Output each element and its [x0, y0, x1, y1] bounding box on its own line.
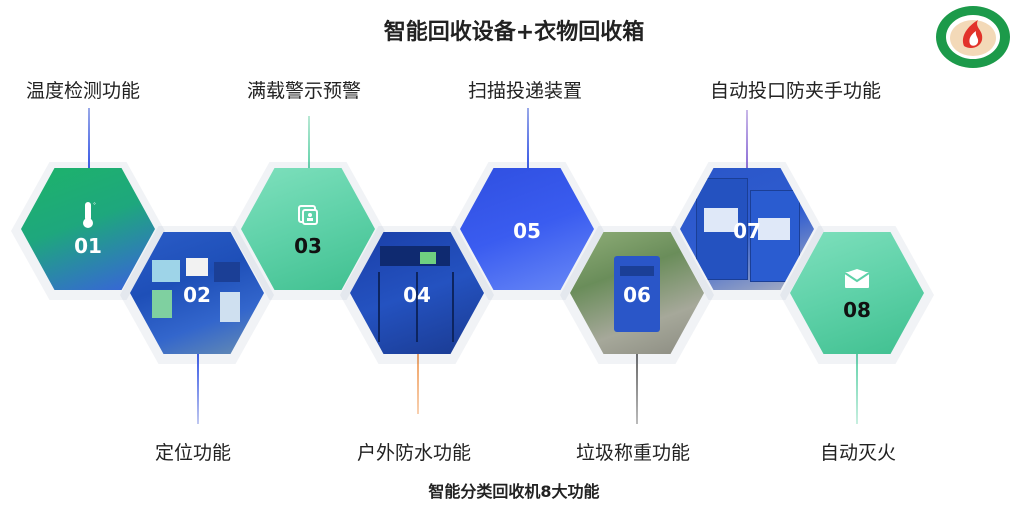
feature-number-07: 07	[733, 219, 761, 243]
connector-04	[417, 352, 419, 414]
feature-hex-05: 05	[450, 162, 604, 300]
feature-hex-02: 02	[120, 226, 274, 364]
recycling-machine-photo: 04	[350, 232, 484, 354]
feature-number-01: 01	[74, 234, 102, 258]
feature-number-05: 05	[513, 219, 541, 243]
feature-hex-08: 08	[780, 226, 934, 364]
svg-text:°: °	[93, 202, 96, 209]
feature-label-08: 自动灭火	[820, 442, 897, 464]
connector-03	[308, 116, 310, 170]
feature-label-04: 户外防水功能	[357, 442, 472, 464]
thermometer-icon: °	[75, 200, 101, 230]
feature-label-01: 温度检测功能	[26, 80, 141, 102]
feature-hex-07: 07	[670, 162, 824, 300]
connector-06	[636, 352, 638, 424]
feature-number-02: 02	[183, 283, 211, 307]
feature-number-03: 03	[294, 234, 322, 258]
connector-01	[88, 108, 90, 170]
envelope-icon	[844, 264, 870, 294]
connector-05	[527, 108, 529, 170]
feature-label-05: 扫描投递装置	[468, 80, 583, 102]
page-title: 智能回收设备+衣物回收箱	[383, 20, 645, 45]
connector-07	[746, 110, 748, 170]
brand-logo-icon	[936, 6, 1010, 68]
feature-hex-06: 06	[560, 226, 714, 364]
connector-08	[856, 352, 858, 424]
feature-label-03: 满载警示预警	[247, 80, 362, 102]
feature-hex-04: 04	[340, 226, 494, 364]
feature-number-04: 04	[403, 283, 431, 307]
feature-label-06: 垃圾称重功能	[576, 442, 691, 464]
feature-label-07: 自动投口防夹手功能	[710, 80, 882, 102]
page-subtitle: 智能分类回收机8大功能	[428, 482, 600, 501]
feature-number-06: 06	[623, 283, 651, 307]
feature-number-08: 08	[843, 298, 871, 322]
feature-label-02: 定位功能	[155, 442, 232, 464]
alert-card-icon	[295, 200, 321, 230]
connector-02	[197, 352, 199, 424]
